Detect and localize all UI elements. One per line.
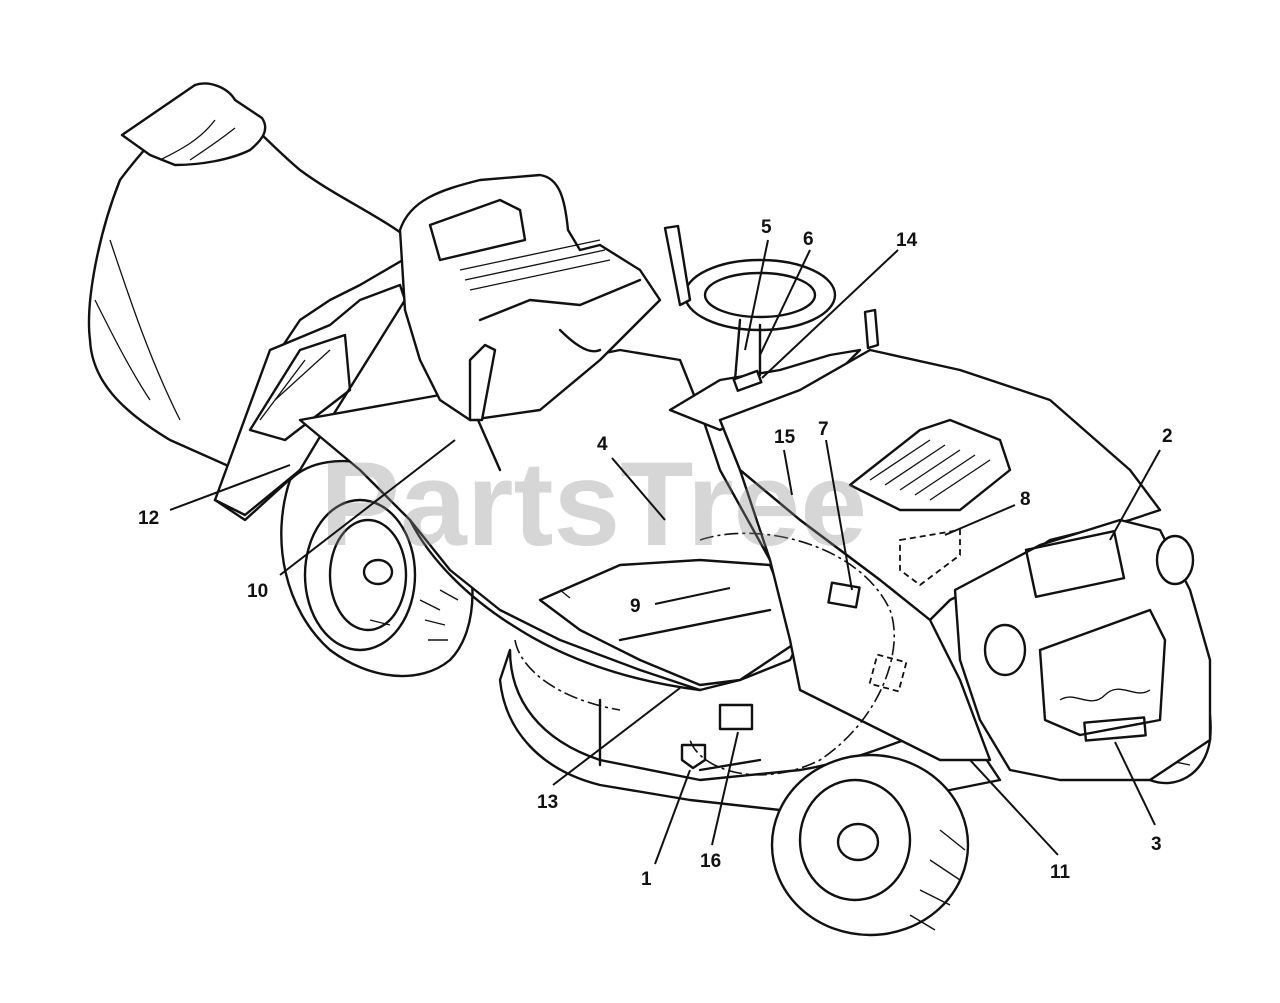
leader-15	[783, 449, 793, 496]
callout-7: 7	[818, 419, 829, 440]
leader-lines	[169, 239, 1161, 865]
callout-1: 1	[641, 869, 652, 890]
choke-lever	[863, 308, 880, 350]
leader-14	[761, 249, 899, 379]
leader-12	[169, 464, 291, 511]
leader-1	[654, 769, 691, 865]
leader-11	[969, 759, 1059, 856]
front-left-wheel	[770, 753, 970, 937]
leader-3	[1114, 741, 1156, 826]
decal-1-shape	[680, 743, 707, 770]
decal-outlines	[514, 528, 961, 776]
callout-8: 8	[1020, 489, 1031, 510]
throttle-lever	[663, 224, 692, 307]
leader-10	[279, 439, 456, 576]
callout-5: 5	[761, 217, 772, 238]
seat	[398, 173, 662, 422]
callout-11: 11	[1050, 862, 1071, 883]
decal-16-shape	[718, 703, 754, 731]
tractor-body	[298, 348, 802, 692]
leader-7	[825, 439, 853, 591]
leader-9	[654, 587, 731, 605]
grass-catcher-bag	[87, 82, 422, 522]
callout-labels: 1 2 3 4 5 6 7 8 9 10 11 12 13 14 15 16	[138, 217, 1173, 890]
leader-6	[759, 249, 811, 356]
leader-4	[611, 457, 666, 521]
callout-6: 6	[803, 229, 814, 250]
leader-16	[711, 731, 739, 846]
leader-5	[744, 239, 769, 351]
callout-2: 2	[1162, 426, 1173, 447]
callout-12: 12	[138, 508, 159, 529]
leader-2	[1109, 449, 1161, 541]
callout-16: 16	[700, 851, 721, 872]
leader-13	[552, 687, 681, 786]
callout-3: 3	[1151, 834, 1162, 855]
leader-8	[944, 504, 1016, 536]
callout-9: 9	[630, 596, 641, 617]
callout-13: 13	[537, 792, 558, 813]
callout-15: 15	[774, 427, 796, 448]
callout-14: 14	[896, 230, 918, 251]
callout-10: 10	[247, 581, 268, 602]
lift-lever	[468, 343, 502, 472]
watermark-text: PartsTree	[320, 437, 867, 571]
callout-4: 4	[597, 434, 608, 455]
